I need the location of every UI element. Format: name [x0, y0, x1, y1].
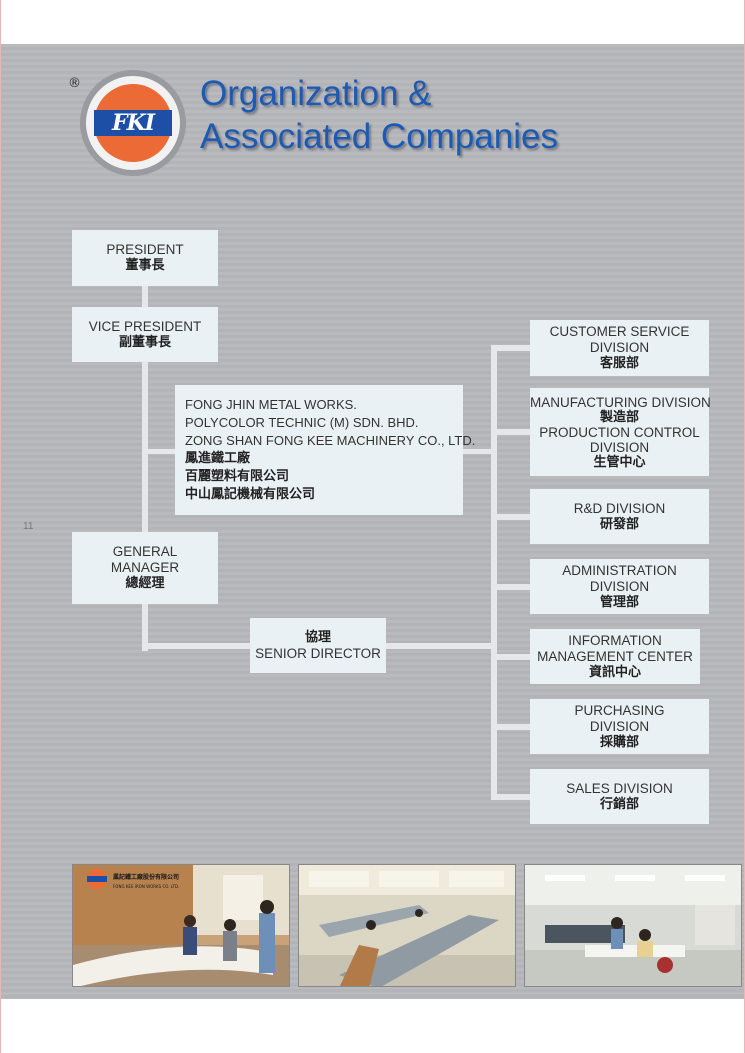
- associated-companies-box: FONG JHIN METAL WORKS. POLYCOLOR TECHNIC…: [175, 385, 476, 515]
- photo-office-desks: [524, 864, 742, 987]
- associated-company-zh-3: 中山鳳記機械有限公司: [185, 487, 316, 502]
- vice-president-box: VICE PRESIDENT 副董事長: [72, 307, 218, 362]
- customer-service-label-zh: 客服部: [599, 356, 639, 371]
- senior-director-label-zh: 協理: [304, 629, 331, 645]
- associated-company-zh-1: 鳳進鐵工廠: [185, 451, 251, 466]
- manufacturing-label-en2: PRODUCTION CONTROL: [539, 424, 700, 440]
- sales-division-box: SALES DIVISION 行銷部: [530, 769, 709, 824]
- general-manager-label-en2: MANAGER: [110, 560, 180, 575]
- information-label-en2: MANAGEMENT CENTER: [537, 648, 693, 664]
- information-label-zh: 資訊中心: [588, 664, 641, 680]
- sales-label-zh: 行銷部: [599, 796, 639, 812]
- connector-branch-sales: [491, 794, 530, 800]
- connector-branch-information: [491, 654, 530, 660]
- company-logo: FKI: [80, 70, 186, 176]
- senior-director-label-en: SENIOR DIRECTOR: [255, 645, 381, 661]
- customer-service-division-box: CUSTOMER SERVICE DIVISION 客服部: [530, 320, 709, 376]
- connector-branch-admin: [491, 584, 530, 590]
- vice-president-label-zh: 副董事長: [118, 334, 171, 350]
- general-manager-box: GENERAL MANAGER 總經理: [72, 532, 218, 604]
- administration-label-en1: ADMINISTRATION: [562, 562, 677, 578]
- manufacturing-label-en3: DIVISION: [589, 439, 650, 455]
- president-box: PRESIDENT 董事長: [72, 230, 218, 286]
- connector-branch-manufacturing: [491, 429, 530, 435]
- connector-division-bus: [491, 345, 497, 800]
- connector-branch-customer: [491, 345, 530, 351]
- president-label-zh: 董事長: [125, 258, 165, 273]
- information-label-en1: INFORMATION: [568, 632, 662, 648]
- connector-branch-rnd: [491, 514, 530, 520]
- purchasing-division-box: PURCHASING DIVISION 採購部: [530, 699, 709, 754]
- manufacturing-label-zh2: 生管中心: [593, 454, 646, 470]
- sales-label-en1: SALES DIVISION: [566, 780, 673, 796]
- administration-division-box: ADMINISTRATION DIVISION 管理部: [530, 559, 709, 614]
- general-manager-label-en1: GENERAL: [112, 544, 178, 559]
- page-edge-left: [0, 0, 1, 1053]
- page-bottom-margin: [0, 999, 745, 1053]
- purchasing-label-zh: 採購部: [599, 734, 639, 750]
- page-title: Organization & Associated Companies: [200, 72, 558, 158]
- administration-label-en2: DIVISION: [589, 578, 650, 594]
- associated-company-en-2: POLYCOLOR TECHNIC (M) SDN. BHD.: [185, 415, 419, 430]
- rnd-label-en1: R&D DIVISION: [573, 500, 666, 516]
- connector-associates-to-bus: [463, 449, 496, 454]
- connector-branch-purchasing: [491, 724, 530, 730]
- connector-main-vertical: [142, 286, 148, 651]
- reception-sign-zh: 鳳記鐵工廠股份有限公司: [113, 874, 180, 881]
- registered-mark: ®: [68, 76, 81, 91]
- manufacturing-label-en1: MANUFACTURING DIVISION: [530, 394, 711, 410]
- customer-service-label-en2: DIVISION: [589, 340, 650, 355]
- title-line-2: Associated Companies: [200, 117, 558, 156]
- logo-text: FKI: [111, 110, 155, 136]
- associated-company-zh-2: 百麗塑料有限公司: [185, 469, 290, 484]
- photo-office-cubicles: [298, 864, 516, 987]
- purchasing-label-en2: DIVISION: [589, 718, 650, 734]
- reception-sign-en: FONG KEE IRON WORKS CO. LTD.: [113, 884, 180, 889]
- manufacturing-division-box: MANUFACTURING DIVISION 製造部 PRODUCTION CO…: [530, 388, 711, 476]
- associated-company-en-3: ZONG SHAN FONG KEE MACHINERY CO., LTD.: [185, 433, 476, 448]
- purchasing-label-en1: PURCHASING: [574, 702, 665, 718]
- page-number: 11: [23, 521, 34, 532]
- general-manager-label-zh: 總經理: [125, 576, 165, 591]
- president-label-en: PRESIDENT: [106, 242, 184, 257]
- associated-company-en-1: FONG JHIN METAL WORKS.: [185, 397, 357, 412]
- page-top-margin: [0, 0, 745, 44]
- customer-service-label-en1: CUSTOMER SERVICE: [549, 324, 690, 339]
- connector-to-director: [145, 643, 250, 649]
- manufacturing-label-zh1: 製造部: [599, 409, 639, 425]
- rnd-division-box: R&D DIVISION 研發部: [530, 489, 709, 544]
- connector-director-to-bus: [386, 643, 496, 649]
- photo-reception: 鳳記鐵工廠股份有限公司 FONG KEE IRON WORKS CO. LTD.: [72, 864, 290, 987]
- administration-label-zh: 管理部: [599, 594, 639, 610]
- rnd-label-zh: 研發部: [599, 516, 639, 532]
- connector-to-associates: [145, 449, 175, 454]
- title-line-1: Organization &: [200, 74, 432, 113]
- vice-president-label-en: VICE PRESIDENT: [88, 318, 202, 334]
- senior-director-box: 協理 SENIOR DIRECTOR: [250, 618, 386, 673]
- information-management-box: INFORMATION MANAGEMENT CENTER 資訊中心: [530, 629, 700, 684]
